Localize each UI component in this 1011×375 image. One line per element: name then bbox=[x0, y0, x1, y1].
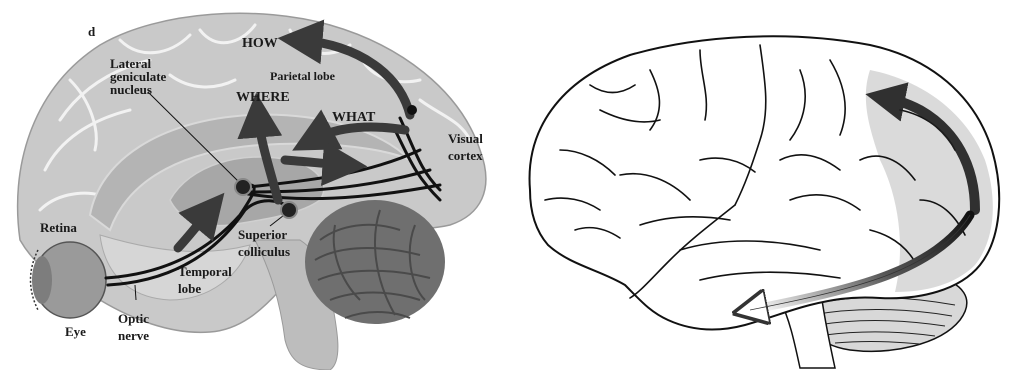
optic-to-cortex-arrow bbox=[285, 160, 345, 165]
superior-colliculus bbox=[281, 202, 297, 218]
label-eye: Eye bbox=[65, 324, 86, 339]
label-cortex: cortex bbox=[448, 148, 483, 163]
label-superior: Superior bbox=[238, 227, 287, 242]
lgn-nucleus bbox=[235, 179, 251, 195]
label-temporal: Temporal bbox=[178, 264, 232, 279]
label-lgn-3: nucleus bbox=[110, 82, 152, 97]
label-retina: Retina bbox=[40, 220, 77, 235]
label-lobe: lobe bbox=[178, 281, 201, 296]
right-brain-panel bbox=[530, 36, 1000, 368]
label-what: WHAT bbox=[332, 110, 376, 125]
eye-lens bbox=[32, 256, 52, 304]
label-parietal: Parietal lobe bbox=[270, 69, 336, 83]
panel-letter: d bbox=[88, 24, 96, 39]
label-colliculus: colliculus bbox=[238, 244, 290, 259]
label-optic: Optic bbox=[118, 311, 149, 326]
visual-cortex-node bbox=[407, 105, 417, 115]
label-visual: Visual bbox=[448, 131, 483, 146]
left-brain-panel: d HOW Parietal lobe Lateral geniculate n… bbox=[18, 13, 486, 370]
cerebellum bbox=[305, 200, 445, 324]
label-where: WHERE bbox=[236, 90, 290, 105]
label-how: HOW bbox=[242, 36, 278, 51]
label-nerve: nerve bbox=[118, 328, 149, 343]
